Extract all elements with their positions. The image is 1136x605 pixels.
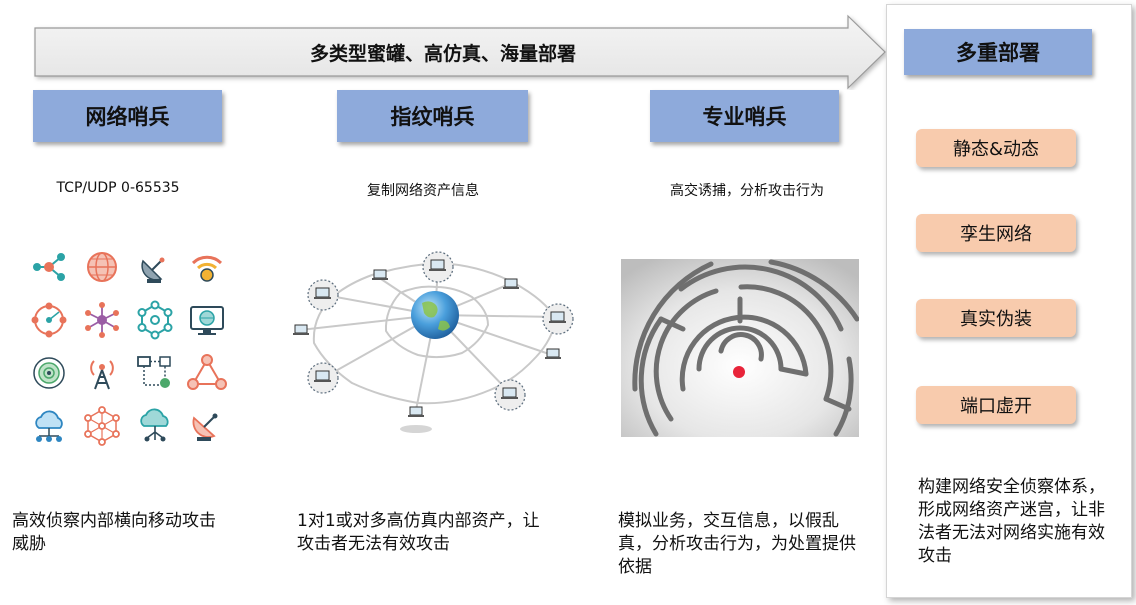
hub-network-icon: [85, 302, 119, 338]
description-deployment: 构建网络安全侦察体系，形成网络资产迷宫，让非法者无法对网络实施有效攻击: [918, 477, 1105, 566]
network-nodes-icon: [33, 253, 65, 281]
cloud-network-icon: [35, 410, 63, 442]
pill-static-dynamic: 静态&动态: [916, 129, 1076, 167]
header-multi-deployment: 多重部署: [904, 29, 1092, 75]
subtitle-professional: 高交诱捕，分析攻击行为: [670, 183, 824, 199]
globe-network-illustration: [293, 251, 574, 433]
header-professional-sentinel: 专业哨兵: [650, 90, 839, 142]
description-fingerprint: 1对1或对多高仿真内部资产，让攻击者无法有效攻击: [297, 511, 540, 554]
pill-real-disguise: 真实伪装: [916, 299, 1076, 337]
network-icons-grid: [25, 242, 230, 447]
description-professional: 模拟业务，交互信息，以假乱真，分析攻击行为，为处置提供依据: [618, 511, 856, 577]
maze-illustration: [621, 259, 859, 437]
monitor-globe-icon: [190, 306, 224, 335]
mesh-network-icon: [84, 406, 120, 446]
radar-icon: [33, 357, 65, 389]
header-network-sentinel: 网络哨兵: [33, 90, 222, 142]
satellite-dish-icon: [141, 257, 165, 283]
flow-diagram-icon: [137, 356, 171, 388]
pill-virtual-ports: 端口虚开: [916, 386, 1076, 424]
description-network: 高效侦察内部横向移动攻击威胁: [12, 511, 216, 554]
header-fingerprint-sentinel: 指纹哨兵: [337, 90, 528, 142]
radio-tower-icon: [90, 360, 114, 390]
triangle-network-icon: [187, 354, 227, 390]
satellite-dish-small-icon: [192, 413, 218, 441]
subtitle-network: TCP/UDP 0-65535: [56, 180, 180, 196]
banner-arrow: 多类型蜜罐、高仿真、海量部署: [33, 14, 889, 90]
wifi-signal-icon: [191, 255, 223, 282]
pill-twin-network: 孪生网络: [916, 214, 1076, 252]
banner-title: 多类型蜜罐、高仿真、海量部署: [309, 42, 576, 65]
subtitle-fingerprint: 复制网络资产信息: [367, 183, 479, 199]
cloud-tree-icon: [140, 408, 169, 442]
hexagon-network-icon: [137, 300, 173, 340]
globe-icon: [87, 252, 117, 282]
circle-network-icon: [31, 302, 67, 338]
